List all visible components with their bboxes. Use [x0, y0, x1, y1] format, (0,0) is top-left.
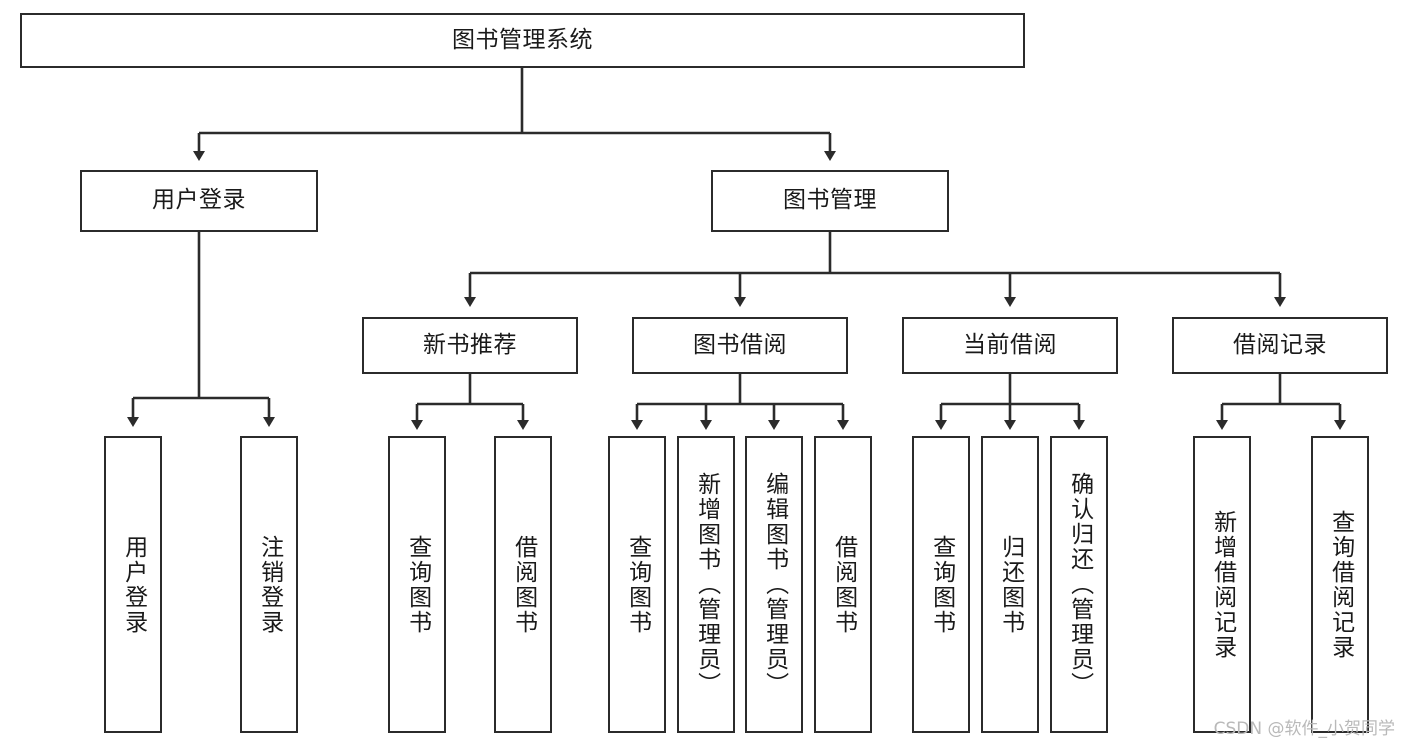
node-label: 图书管理系统 — [452, 26, 593, 53]
node-root-system[interactable]: 图书管理系统 — [20, 13, 1025, 68]
node-label: 用户登录 — [120, 534, 147, 635]
node-leaf-confirm-return[interactable]: 确认归还（管理员） — [1050, 436, 1108, 733]
node-leaf-return-book[interactable]: 归还图书 — [981, 436, 1039, 733]
node-label: 当前借阅 — [963, 331, 1057, 358]
csdn-watermark: CSDN @软件_小贺同学 — [1213, 719, 1395, 739]
node-leaf-query-book-1[interactable]: 查询图书 — [388, 436, 446, 733]
node-borrow-record[interactable]: 借阅记录 — [1172, 317, 1388, 374]
node-leaf-borrow-book-1[interactable]: 借阅图书 — [494, 436, 552, 733]
node-label: 确认归还（管理员） — [1066, 472, 1093, 697]
node-leaf-query-record[interactable]: 查询借阅记录 — [1311, 436, 1369, 733]
node-label: 借阅记录 — [1233, 331, 1327, 358]
node-current-borrow[interactable]: 当前借阅 — [902, 317, 1118, 374]
node-label: 查询借阅记录 — [1327, 509, 1354, 660]
node-label: 查询图书 — [404, 534, 431, 635]
node-label: 图书借阅 — [693, 331, 787, 358]
node-label: 编辑图书（管理员） — [761, 472, 788, 697]
node-leaf-add-record[interactable]: 新增借阅记录 — [1193, 436, 1251, 733]
node-label: 查询图书 — [624, 534, 651, 635]
node-user-login[interactable]: 用户登录 — [80, 170, 318, 232]
node-leaf-borrow-book-2[interactable]: 借阅图书 — [814, 436, 872, 733]
node-label: 查询图书 — [928, 534, 955, 635]
node-leaf-edit-book[interactable]: 编辑图书（管理员） — [745, 436, 803, 733]
node-leaf-logout-login[interactable]: 注销登录 — [240, 436, 298, 733]
node-label: 归还图书 — [997, 534, 1024, 635]
node-leaf-user-login[interactable]: 用户登录 — [104, 436, 162, 733]
node-label: 新增图书（管理员） — [693, 472, 720, 697]
node-label: 借阅图书 — [830, 534, 857, 635]
node-book-borrow[interactable]: 图书借阅 — [632, 317, 848, 374]
node-leaf-query-book-2[interactable]: 查询图书 — [608, 436, 666, 733]
node-label: 用户登录 — [152, 187, 246, 214]
node-label: 新书推荐 — [423, 331, 517, 358]
node-label: 注销登录 — [256, 534, 283, 635]
node-new-book-rec[interactable]: 新书推荐 — [362, 317, 578, 374]
node-leaf-query-book-3[interactable]: 查询图书 — [912, 436, 970, 733]
node-label: 新增借阅记录 — [1209, 509, 1236, 660]
node-leaf-add-book[interactable]: 新增图书（管理员） — [677, 436, 735, 733]
node-label: 借阅图书 — [510, 534, 537, 635]
node-label: 图书管理 — [783, 187, 877, 214]
node-book-manage[interactable]: 图书管理 — [711, 170, 949, 232]
